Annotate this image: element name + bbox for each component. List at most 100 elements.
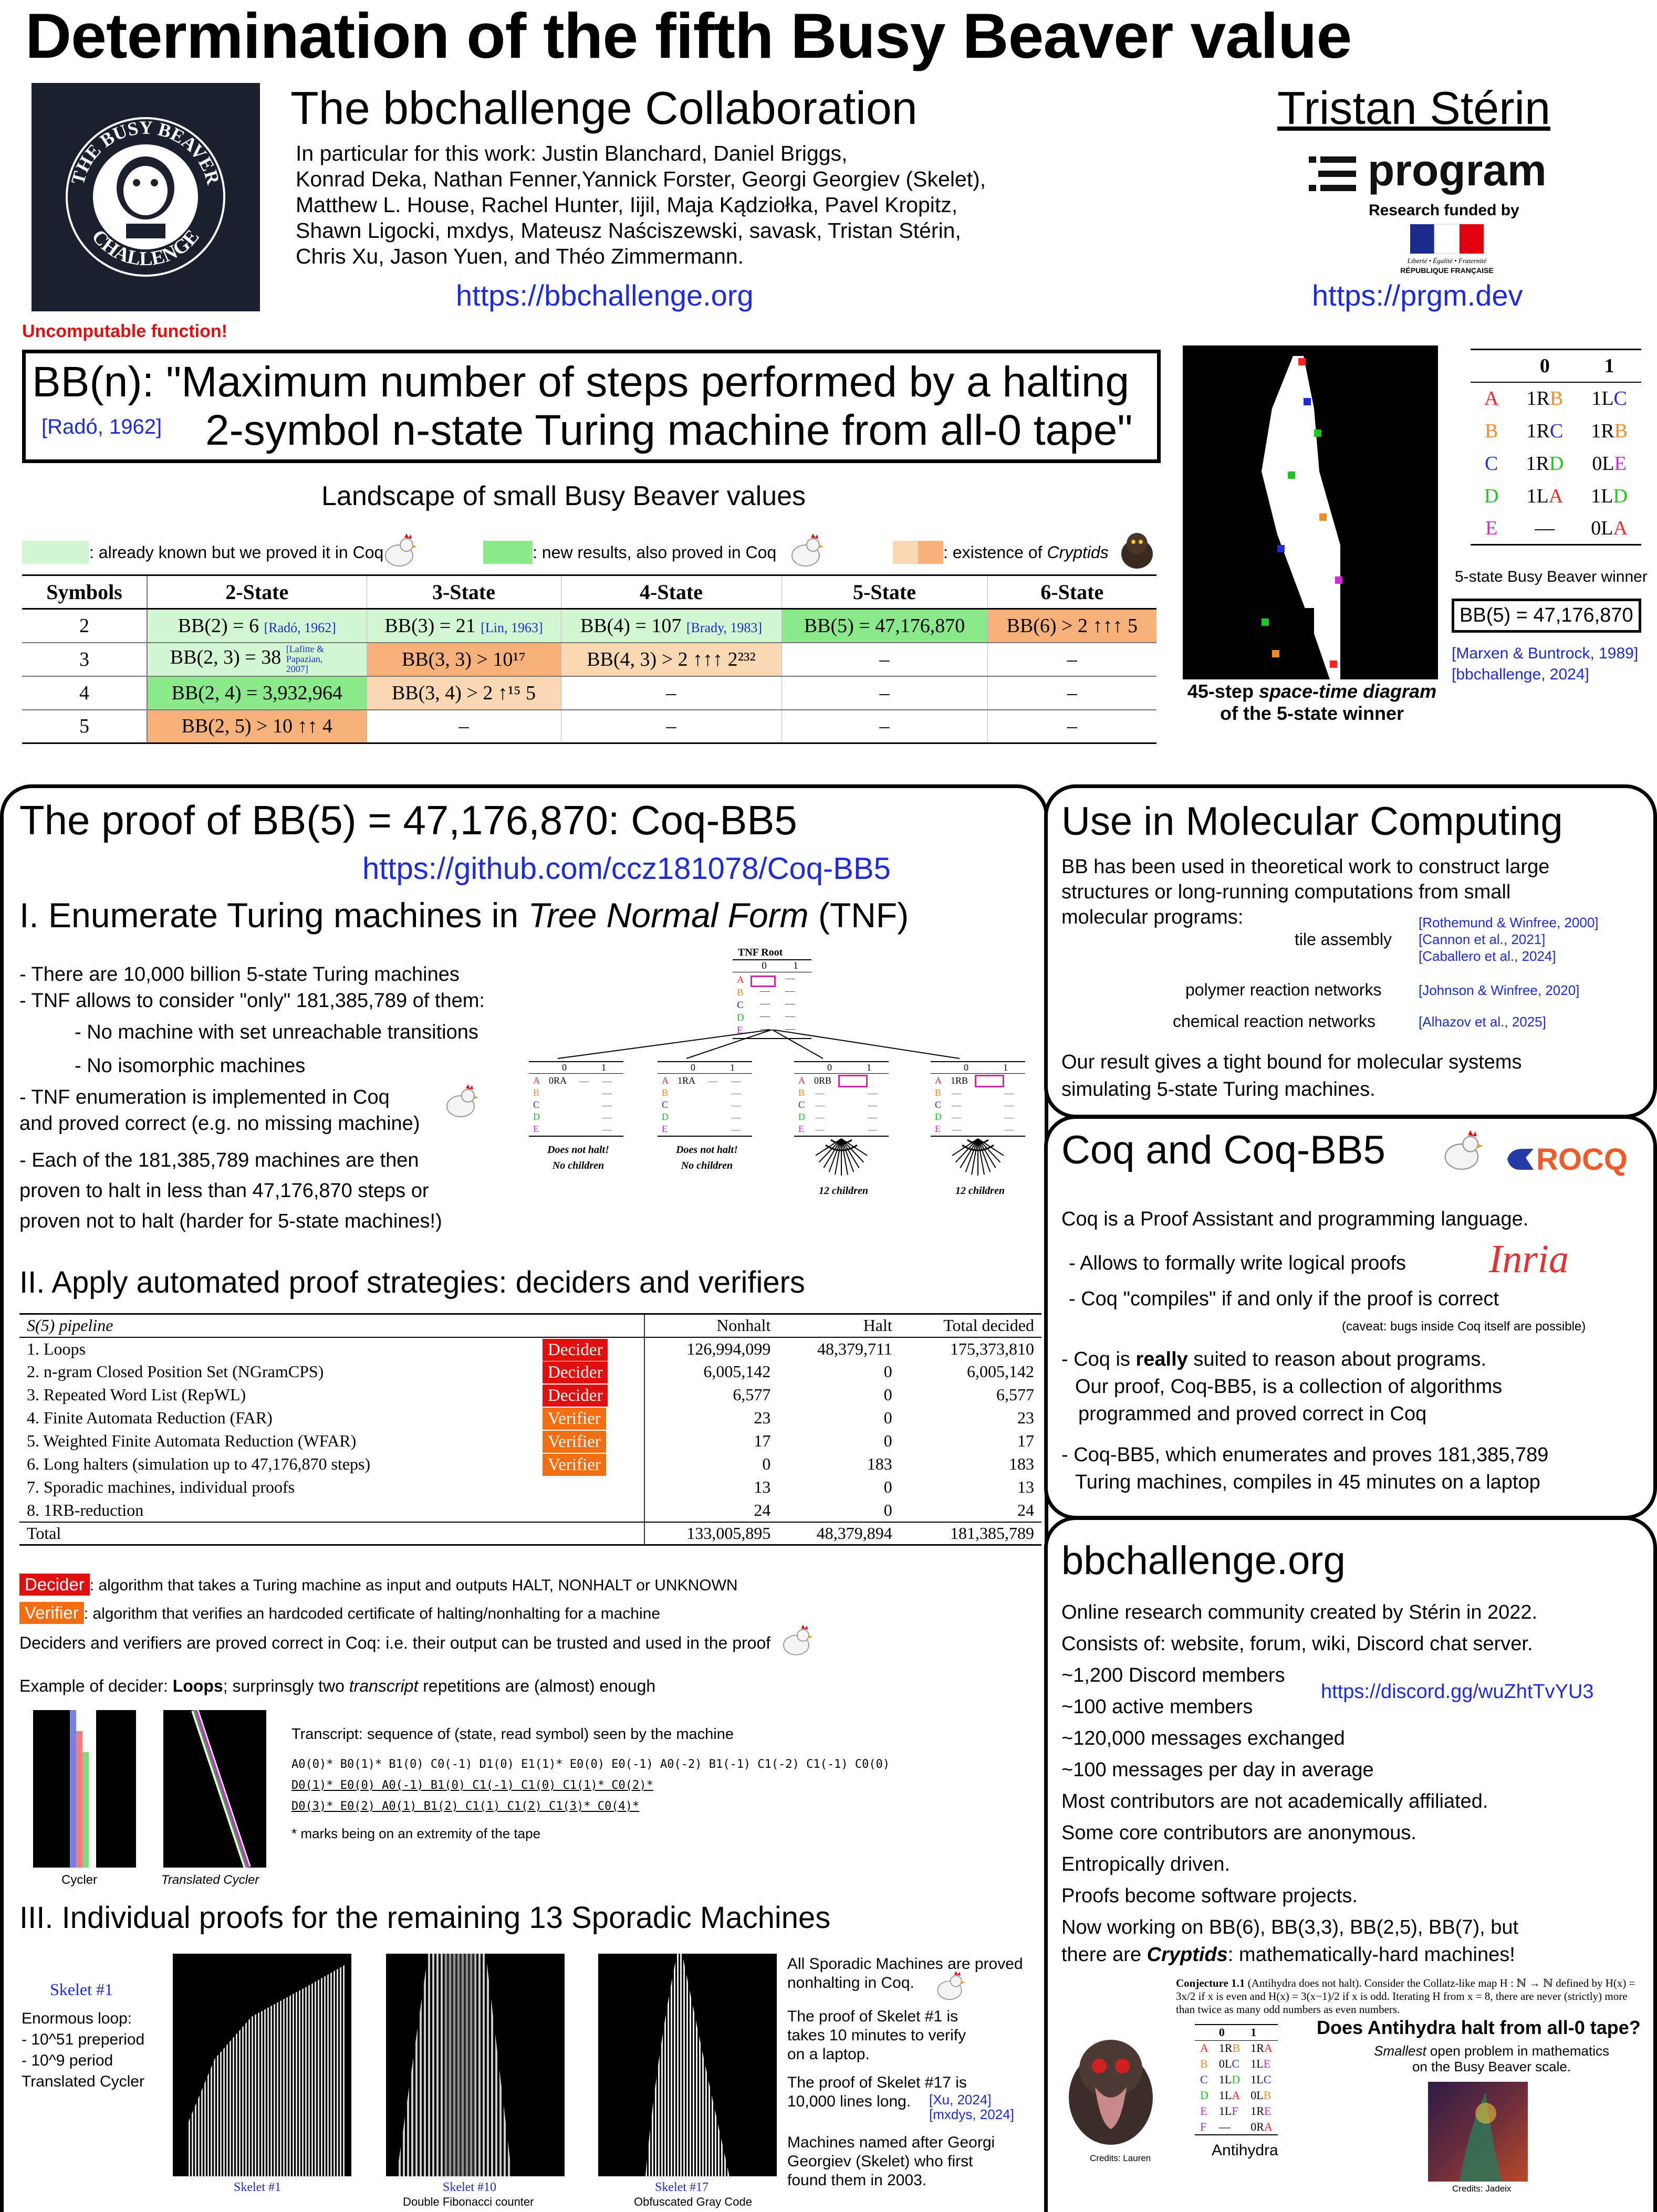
collaboration-name: The bbchallenge Collaboration (290, 82, 918, 134)
program-logo-icon (1309, 155, 1356, 192)
transcript-note: * marks being on an extremity of the tap… (291, 1826, 541, 1841)
tnf-root-label: TNF Root (738, 947, 783, 958)
tile-citations[interactable]: [Rothemund & Winfree, 2000][Cannon et al… (1419, 915, 1599, 964)
svg-text:RÉPUBLIQUE FRANÇAISE: RÉPUBLIQUE FRANÇAISE (1400, 266, 1493, 275)
skelet10-diagram (386, 1954, 565, 2176)
verifier-badge: Verifier (543, 1407, 606, 1430)
coq-rooster-icon (1436, 1125, 1487, 1176)
skelet10-subtitle: Double Fibonacci counter (403, 2195, 534, 2208)
section-3-title: III. Individual proofs for the remaining… (19, 1901, 831, 1935)
community-facts: Online research community created by Sté… (1061, 1601, 1538, 1966)
bb5-result-box: BB(5) = 47,176,870 (1452, 599, 1641, 633)
transcript-lines: A0(0)* B0(1)* B1(0) C0(-1) D1(0) E1(1)* … (291, 1758, 890, 1813)
winner-citation-2[interactable]: [bbchallenge, 2024] (1452, 666, 1589, 683)
legend-new: : new results, also proved in Coq (533, 543, 777, 562)
proof-title: The proof of BB(5) = 47,176,870: Coq-BB5 (19, 797, 797, 843)
bbchallenge-logo: THE BUSY BEAVER CHALLENGE (32, 83, 260, 311)
antihydra-note: Smallest open problem in mathematics on … (1374, 2043, 1609, 2074)
cycler-image (33, 1710, 136, 1868)
skelet17-diagram (598, 1954, 777, 2176)
bb-definition-box: BB(n): "Maximum number of steps performe… (22, 350, 1161, 463)
skelet1-description: Enormous loop: - 10^51 preperiod - 10^9 … (22, 2010, 145, 2090)
table-row: 4 BB(2, 4) = 3,932,964 BB(3, 4) > 2 ↑¹⁵ … (22, 676, 1156, 710)
landscape-title: Landscape of small Busy Beaver values (321, 481, 806, 511)
rocq-wordmark: ROCQ (1536, 1142, 1628, 1177)
polymer-citation[interactable]: [Johnson & Winfree, 2020] (1419, 982, 1580, 998)
legend-swatch-known (22, 541, 89, 564)
table-row: 2 BB(2) = 6 [Radó, 1962] BB(3) = 21 [Lin… (22, 609, 1156, 643)
table-row: 5 BB(2, 5) > 10 ↑↑ 4 – – – – (22, 709, 1156, 744)
tnf-node-children: No children (681, 1160, 733, 1171)
verifier-legend: Verifier: algorithm that verifies an har… (19, 1602, 660, 1624)
molecular-intro: BB has been used in theoretical work to … (1061, 856, 1550, 928)
table-row: E—0LA (1485, 517, 1628, 539)
coq-panel: Coq and Coq-BB5 ROCQ Coq is a Proof Assi… (1044, 1115, 1657, 1519)
table-row: 5. Weighted Finite Automata Reduction (W… (19, 1429, 1041, 1453)
definition-line-1: BB(n): "Maximum number of steps performe… (32, 358, 1130, 406)
coq-title: Coq and Coq-BB5 (1061, 1128, 1385, 1172)
coq-point-1: - Allows to formally write logical proof… (1069, 1252, 1406, 1274)
coq-suited: - Coq is really suited to reason about p… (1061, 1348, 1549, 1493)
transcript-title: Transcript: sequence of (state, read sym… (291, 1726, 734, 1743)
uncomputable-note: Uncomputable function! (22, 321, 227, 341)
antihydra-conjecture: Conjecture 1.1 (Antihydra does not halt)… (1176, 1977, 1635, 2016)
svg-text:Liberté • Égalité • Fraternité: Liberté • Égalité • Fraternité (1407, 257, 1487, 265)
table-row: 3 BB(2, 3) = 38 [Lafitte & Papazian, 200… (22, 642, 1156, 677)
coq-rooster-icon (777, 1621, 816, 1660)
skelet10-image-label: Skelet #10 (443, 2180, 496, 2194)
proof-panel: The proof of BB(5) = 47,176,870: Coq-BB5… (0, 784, 1048, 2212)
legend-swatch-new (483, 541, 533, 564)
antihydra-label: Antihydra (1212, 2142, 1278, 2159)
verifier-badge: Verifier (543, 1453, 606, 1476)
bbchallenge-link[interactable]: https://bbchallenge.org (456, 279, 754, 312)
skelet1-diagram (173, 1954, 351, 2176)
cryptid-creature-icon (1113, 525, 1161, 572)
chemical-networks: chemical reaction networks (1173, 1012, 1375, 1031)
chemical-citation[interactable]: [Alhazov et al., 2025] (1419, 1014, 1546, 1030)
decider-badge: Decider (543, 1361, 608, 1383)
decider-badge: Decider (543, 1338, 608, 1361)
section-2-title: II. Apply automated proof strategies: de… (19, 1265, 805, 1299)
skelet1-image-label: Skelet #1 (234, 2180, 281, 2194)
molecular-panel: Use in Molecular Computing BB has been u… (1044, 784, 1657, 1118)
coq-bb5-link[interactable]: https://github.com/ccz181078/Coq-BB5 (362, 852, 891, 886)
translated-cycler-caption: Translated Cycler (161, 1873, 259, 1887)
molecular-result: Our result gives a tight bound for molec… (1061, 1051, 1522, 1100)
community-title: bbchallenge.org (1061, 1538, 1346, 1583)
tnf-node-children: No children (552, 1160, 605, 1171)
definition-citation[interactable]: [Radó, 1962] (41, 415, 162, 438)
fan-out-icon (810, 1135, 873, 1182)
contributors: In particular for this work: Justin Blan… (296, 141, 986, 268)
tnf-node-status: Does not halt! (676, 1144, 738, 1156)
tnf-node-status: Does not halt! (547, 1144, 609, 1156)
poster-title: Determination of the fifth Busy Beaver v… (25, 0, 1352, 71)
table-row: 2. n-gram Closed Position Set (NGramCPS)… (19, 1360, 1041, 1383)
winner-citation-1[interactable]: [Marxen & Buntrock, 1989] (1452, 645, 1639, 662)
coq-rooster-icon (378, 529, 420, 571)
tnf-list: - There are 10,000 billion 5-state Turin… (19, 963, 485, 1232)
program-wordmark: program (1368, 145, 1547, 195)
legend-swatch-cryptids (893, 541, 943, 564)
antihydra-creature-image (1058, 2019, 1163, 2150)
diagram-caption-2: of the 5-state winner (1220, 703, 1404, 724)
winner-label: 5-state Busy Beaver winner (1455, 568, 1648, 585)
table-row: 6. Long halters (simulation up to 47,176… (19, 1452, 1041, 1476)
discord-link[interactable]: https://discord.gg/wuZhtTvYU3 (1321, 1681, 1594, 1703)
prgm-link[interactable]: https://prgm.dev (1312, 279, 1523, 312)
credit-jadeix: Credits: Jadeix (1452, 2184, 1512, 2194)
